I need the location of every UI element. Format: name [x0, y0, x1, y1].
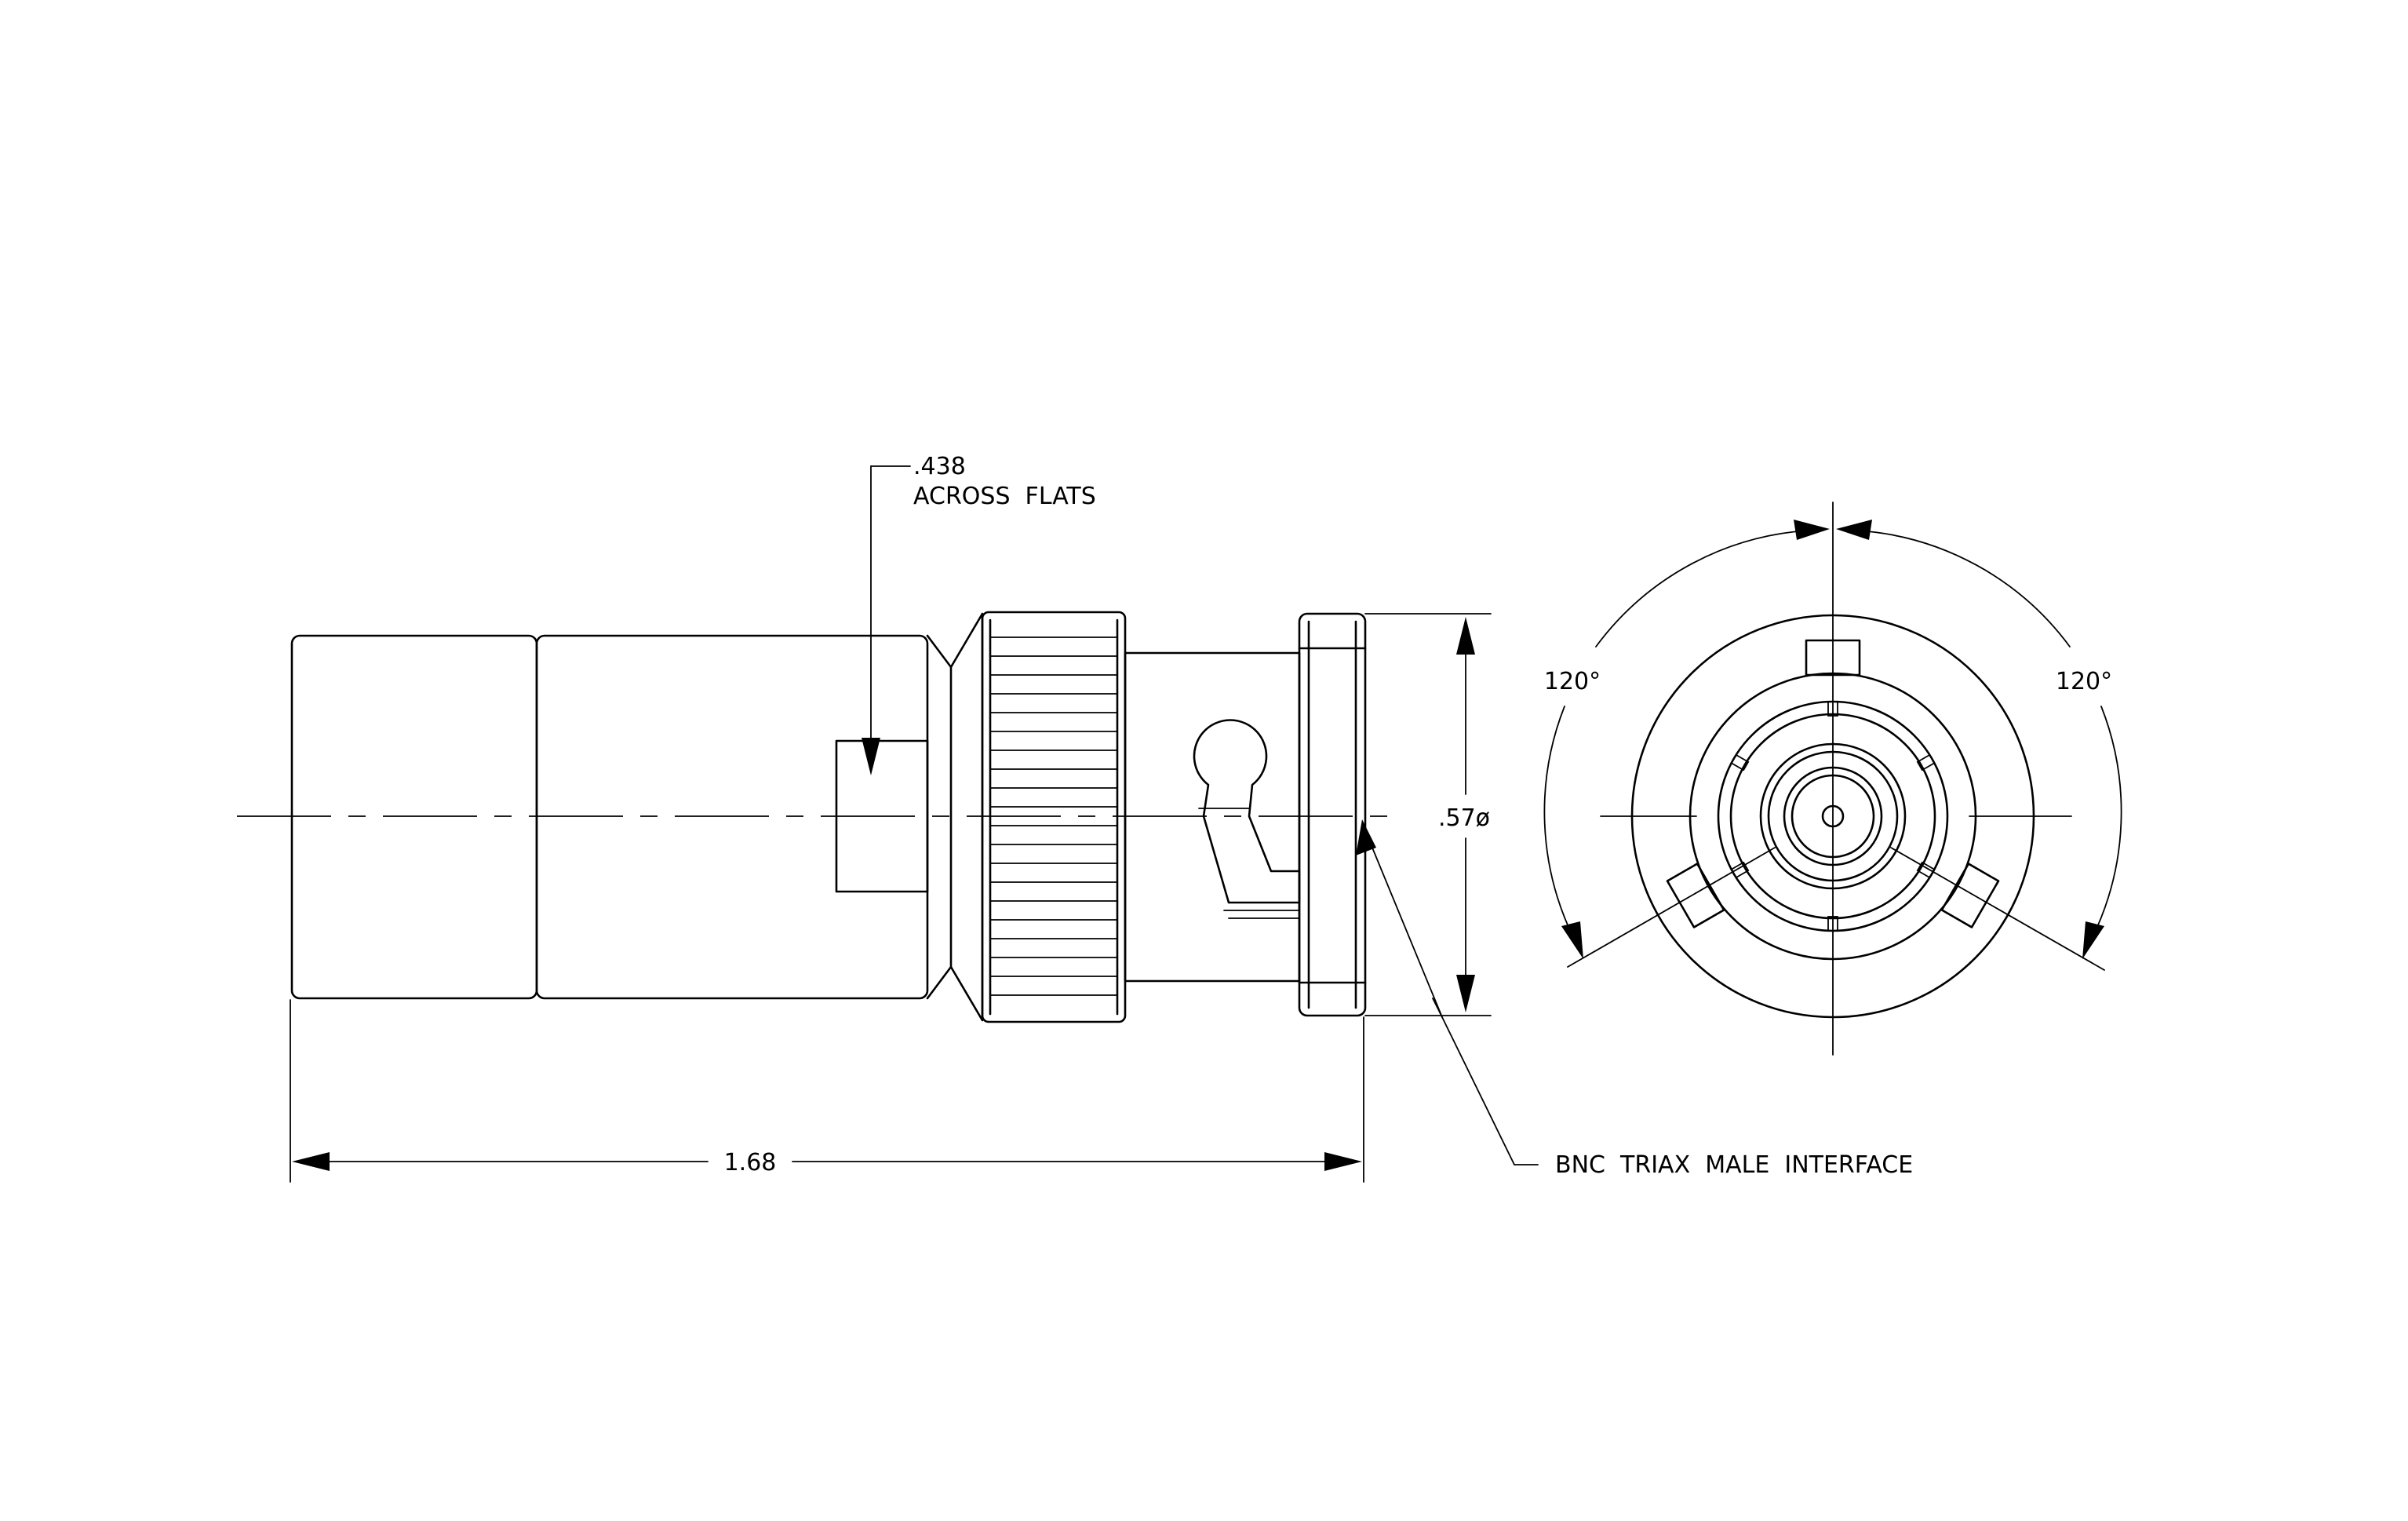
- contact-slot: [1916, 753, 1936, 771]
- contact-slot: [1827, 916, 1838, 932]
- main-body: [535, 634, 929, 1000]
- front-barrel: [1124, 651, 1301, 983]
- bayonet-ring: [1689, 672, 1977, 961]
- angle-arrow-top-right: [1836, 520, 1872, 540]
- flats-arrowhead: [862, 738, 880, 775]
- dia-arrow-bottom: [1456, 975, 1475, 1012]
- outer-contact-ring: [1759, 742, 1907, 890]
- contact-slot: [1730, 861, 1750, 879]
- angle-arrow-top-left: [1794, 520, 1830, 540]
- contact-slot: [1916, 861, 1936, 879]
- angle-label-left: 120°: [1544, 668, 1601, 695]
- lug-right: [1940, 863, 2000, 928]
- lug-top: [1805, 639, 1861, 677]
- inner-contact-ring: [1767, 750, 1899, 882]
- dia-arrow-top: [1456, 617, 1475, 655]
- end-radial-left: [1567, 847, 1776, 968]
- side-view: [237, 611, 1395, 1023]
- rear-body: [290, 634, 538, 1000]
- center-pin: [1821, 804, 1845, 828]
- hex-flat: [835, 739, 929, 893]
- interface-leader: [1432, 998, 1515, 1165]
- across-flats-value: .438: [913, 453, 966, 480]
- angle-arc-top-left: [1595, 530, 1809, 647]
- dimensions: .438 ACROSS FLATS .57ø 1.68 BNC TRIAX MA…: [290, 453, 1913, 1183]
- len-arrow-left: [292, 1152, 330, 1171]
- angle-arc-lower-left: [1543, 706, 1575, 939]
- outer-ring: [1630, 614, 2035, 1019]
- angle-arc-lower-right: [2091, 706, 2122, 939]
- interface-arrowhead: [1356, 819, 1376, 855]
- knurl-chamfer: [949, 612, 984, 1022]
- dielectric-inner-ring: [1791, 774, 1875, 859]
- knurled-nut: [981, 611, 1127, 1023]
- len-arrow-right: [1324, 1152, 1362, 1171]
- length-label: 1.68: [724, 1149, 777, 1176]
- angle-arc-top-right: [1857, 530, 2071, 647]
- end-view: 120° 120°: [1543, 502, 2122, 1056]
- contact-slots: [1730, 701, 1936, 932]
- end-radial-right: [1890, 847, 2105, 971]
- interface-note: BNC TRIAX MALE INTERFACE: [1555, 1151, 1913, 1179]
- interface-leader-line: [1368, 837, 1443, 1018]
- lug-left: [1666, 863, 1725, 928]
- knurl-lines: [989, 636, 1118, 996]
- bayonet-slot: [1193, 719, 1301, 904]
- angle-arrow-bottom-right: [2082, 921, 2104, 959]
- insulator-ring: [1729, 713, 1936, 920]
- diameter-label: .57ø: [1438, 804, 1490, 832]
- angle-arrow-bottom-left: [1561, 921, 1583, 959]
- front-flange: [1298, 612, 1367, 1017]
- contact-slot: [1827, 701, 1838, 717]
- dielectric-ring: [1783, 766, 1883, 866]
- across-flats-label: ACROSS FLATS: [913, 483, 1096, 510]
- hex-chamfer-left: [926, 634, 953, 1000]
- flats-leader: [870, 465, 911, 742]
- angle-label-right: 120°: [2056, 668, 2112, 695]
- contact-slot: [1730, 753, 1750, 771]
